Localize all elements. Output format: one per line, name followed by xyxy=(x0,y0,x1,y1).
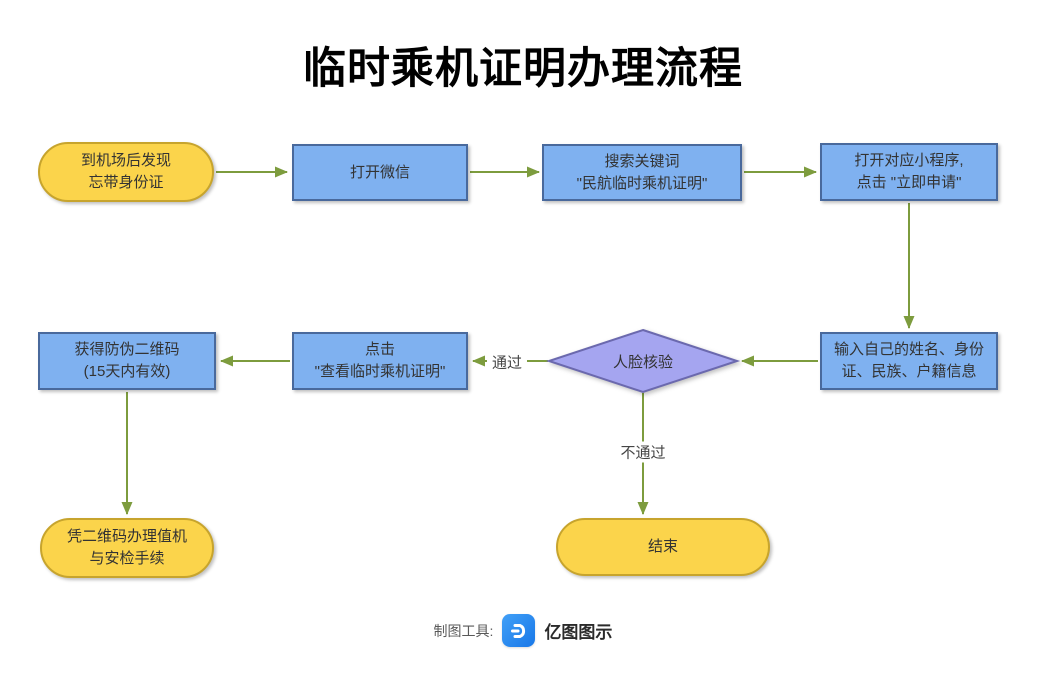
node-input-info: 输入自己的姓名、身份 证、民族、户籍信息 xyxy=(820,332,998,390)
footer-brand-name: 亿图图示 xyxy=(544,623,613,642)
decision-diamond-shape xyxy=(545,328,741,394)
node-search-keyword: 搜索关键词 "民航临时乘机证明" xyxy=(542,144,742,201)
node-start: 到机场后发现 忘带身份证 xyxy=(38,142,214,202)
node-use-qrcode: 凭二维码办理值机 与安检手续 xyxy=(40,518,214,578)
page-title: 临时乘机证明办理流程 xyxy=(303,45,743,93)
node-click-view: 点击 "查看临时乘机证明" xyxy=(292,332,468,390)
edge-label-pass: 通过 xyxy=(486,351,528,373)
node-face-check-label: 人脸核验 xyxy=(612,353,673,371)
node-get-qrcode: 获得防伪二维码 (15天内有效) xyxy=(38,332,216,390)
node-open-miniprogram: 打开对应小程序, 点击 "立即申请" xyxy=(820,143,998,201)
footer-watermark: 制图工具: 亿图图示 xyxy=(0,614,1046,647)
node-end: 结束 xyxy=(556,518,770,576)
edge-label-fail: 不通过 xyxy=(615,441,671,463)
edraw-logo-icon xyxy=(502,614,536,647)
node-open-wechat: 打开微信 xyxy=(292,144,468,201)
footer-tool-label: 制图工具: xyxy=(433,622,494,639)
